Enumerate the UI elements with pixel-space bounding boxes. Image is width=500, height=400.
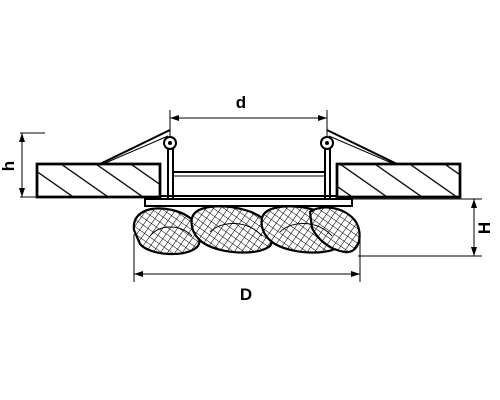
- dimension-d: d: [169, 93, 328, 137]
- label-h: h: [0, 161, 18, 171]
- ceiling-panel-right: [335, 162, 462, 199]
- label-D: D: [240, 285, 252, 304]
- spring-clip-left: [37, 129, 177, 200]
- dimension-H: H: [352, 198, 494, 257]
- label-H: H: [475, 222, 494, 234]
- dimension-D: D: [133, 234, 361, 304]
- fixture-body: [144, 171, 353, 207]
- dimension-h: h: [0, 132, 45, 198]
- label-d: d: [236, 93, 246, 112]
- crystal-decoration: [132, 205, 361, 256]
- ceiling-panel-left: [35, 162, 162, 199]
